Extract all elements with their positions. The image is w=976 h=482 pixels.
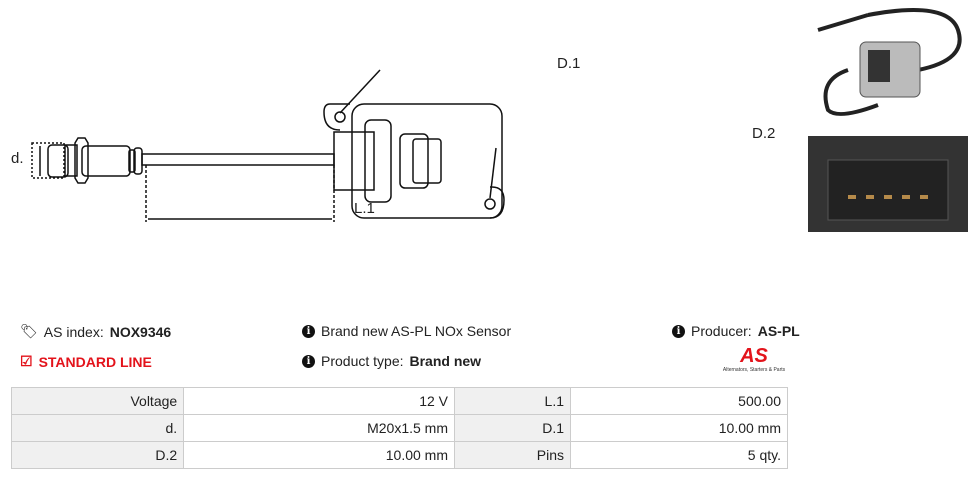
info-icon: i <box>672 324 685 338</box>
d1-leader <box>339 69 381 114</box>
d2-hole <box>484 198 496 210</box>
d-dimension-box <box>31 142 65 179</box>
as-index: 🏷AS index:NOX9346 <box>20 323 172 340</box>
module-body <box>351 103 503 219</box>
label-d2: D.2 <box>752 125 776 142</box>
standard-line-badge: ☑STANDARD LINE <box>20 353 152 370</box>
d1-hole <box>334 111 346 123</box>
label-d1: D.1 <box>557 55 581 72</box>
product-photos <box>808 0 968 232</box>
label-d: d. <box>11 150 24 167</box>
check-square-icon: ☑ <box>20 353 33 369</box>
as-pl-logo: AS Alternators, Starters & Parts <box>722 345 786 373</box>
label-l1: L.1 <box>354 200 375 217</box>
info-icon: i <box>302 324 315 338</box>
cable <box>141 153 335 166</box>
d2-leader <box>489 147 497 199</box>
tags-icon: 🏷 <box>20 323 38 339</box>
technical-drawing <box>31 69 505 222</box>
info-icon: i <box>302 354 315 368</box>
